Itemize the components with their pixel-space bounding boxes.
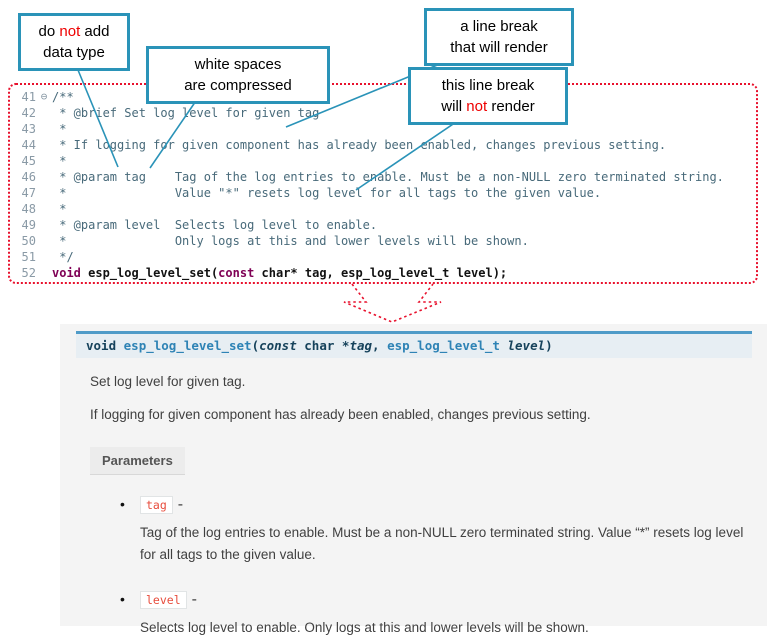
doc-brief-text: Set log level for given tag. [90,374,246,389]
fold-column [36,153,52,169]
code-line: 49 * @param level Selects log level to e… [12,217,754,233]
code-line: 42 * @brief Set log level for given tag [12,105,754,121]
code-text: * @param level Selects log level to enab… [52,218,378,232]
code-text: * Value "*" resets log level for all tag… [52,186,602,200]
code-line: 41 ⊖ /** [12,89,754,105]
line-number: 41 [21,90,36,104]
code-line: 50 * Only logs at this and lower levels … [12,233,754,249]
rendered-doc-panel: void esp_log_level_set(const char *tag, … [60,324,767,635]
callout-line-break-renders: a line break that will render [424,8,574,66]
code-text: * @param tag Tag of the log entries to e… [52,170,724,184]
keyword-const: const [218,266,255,280]
param-name-literal: tag [140,496,173,514]
line-number: 44 [21,138,36,152]
code-line: 43 * [12,121,754,137]
callout-text: a line break [460,18,538,35]
function-args: char* tag, esp_log_level_t level); [254,266,508,280]
code-text: */ [52,250,74,264]
line-number: 47 [21,186,36,200]
fold-column [36,105,52,121]
fold-minus-icon: ⊖ [40,90,48,103]
callout-text-emphasis: not [59,23,81,40]
callout-no-data-type: do not add data type [18,13,130,71]
code-text: * [52,154,67,168]
line-number: 42 [21,106,36,120]
bullet-icon: • [120,496,125,512]
fold-column [36,233,52,249]
code-line: 44 * If logging for given component has … [12,137,754,153]
callout-text: add [80,23,110,40]
callout-text-emphasis: not [466,98,488,115]
callout-text: do [38,23,60,40]
sig-punct: ( [251,338,260,353]
sig-type-char: char * [296,338,350,353]
code-text: /** [52,90,74,104]
callout-text: are compressed [184,77,292,94]
line-number: 46 [21,170,36,184]
code-text: * [52,202,67,216]
code-line: 47 * Value "*" resets log level for all … [12,185,754,201]
callout-text: render [487,98,535,115]
code-line: 45 * [12,153,754,169]
code-text: * Only logs at this and lower levels wil… [52,234,529,248]
fold-column [36,185,52,201]
fold-column [36,249,52,265]
code-line: 46 * @param tag Tag of the log entries t… [12,169,754,185]
fold-column [36,137,52,153]
param-description: Selects log level to enable. Only logs a… [140,620,589,636]
line-number: 51 [21,250,36,264]
parameter-item-tag: • tag- Tag of the log entries to enable.… [120,496,751,565]
code-editor-snippet: 41 ⊖ /** 42 * @brief Set log level for giv… [8,83,758,284]
function-name: esp_log_level_set( [88,266,219,280]
sig-type-log-level: esp_log_level_t [387,338,508,353]
bullet-icon: • [120,591,125,608]
code-line-function-declaration: 52 void esp_log_level_set(const char* tag… [12,265,754,281]
fold-column [36,121,52,137]
code-line: 51 */ [12,249,754,265]
line-number: 45 [21,154,36,168]
sig-punct: ) [545,338,553,353]
code-text: * If logging for given component has alr… [52,138,667,152]
callout-text: white spaces [194,56,282,73]
sig-param-tag: tag [349,338,373,353]
code-text: * [52,122,67,136]
sig-param-level: level [507,338,546,353]
param-dash: - [177,496,184,513]
parameters-list: • tag- Tag of the log entries to enable.… [120,496,751,639]
fold-column [36,169,52,185]
callout-text: will [441,98,467,115]
parameter-item-level: • level- Selects log level to enable. On… [120,591,751,639]
callout-text: data type [43,44,105,61]
doc-description-text: If logging for given component has alrea… [90,407,591,422]
fold-column [36,265,52,281]
flow-down-arrow [343,283,442,323]
param-name-literal: level [140,591,187,610]
callout-line-break-not-render: this line break will not render [408,67,568,125]
sig-function-name: esp_log_level_set [123,338,252,353]
line-number: 48 [21,202,36,216]
line-number: 52 [21,266,36,280]
line-number: 43 [21,122,36,136]
callout-text: this line break [441,77,535,94]
function-signature: void esp_log_level_set(const char *tag, … [76,331,752,358]
keyword-void: void [52,266,89,280]
sig-keyword: void [86,338,124,353]
param-description: Tag of the log entries to enable. Must b… [140,525,744,562]
callout-whitespace-compressed: white spaces are compressed [146,46,330,104]
line-number: 50 [21,234,36,248]
code-text: * @brief Set log level for given tag [52,106,320,120]
parameters-heading: Parameters [90,447,185,475]
code-line: 48 * [12,201,754,217]
sig-keyword-const: const [259,338,297,353]
callout-text: that will render [450,39,548,56]
line-number: 49 [21,218,36,232]
sig-punct: , [372,338,388,353]
fold-column [36,201,52,217]
fold-column [36,217,52,233]
param-dash: - [191,591,197,609]
